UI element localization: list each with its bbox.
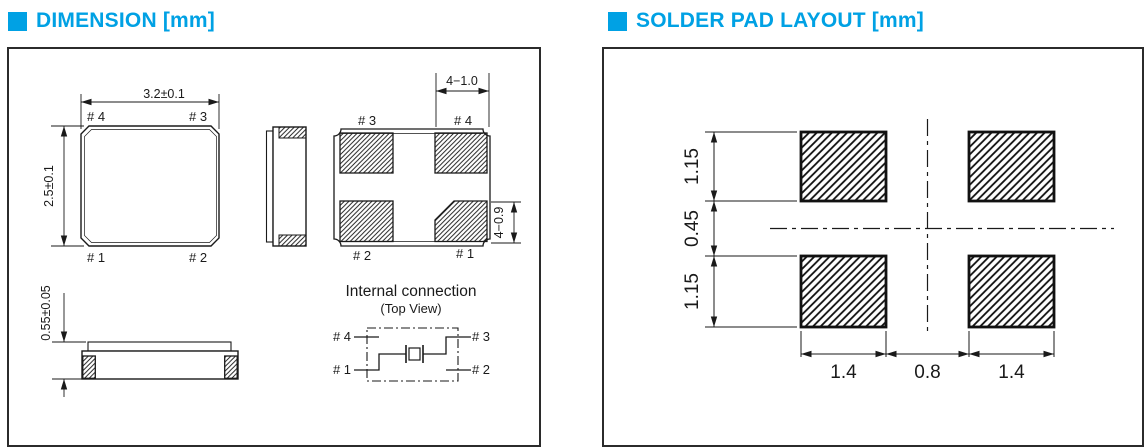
solder-pad-title-text: SOLDER PAD LAYOUT [mm] (636, 9, 924, 32)
pad-bottom-right (967, 254, 1056, 329)
horizontal-dimensions (800, 331, 1055, 358)
extension-lines (705, 131, 797, 328)
internal-connection-title: Internal connection (346, 283, 477, 300)
extension-lines (800, 331, 1055, 357)
package-rim (84, 129, 217, 243)
column-gap-label: 0.8 (914, 362, 940, 383)
internal-connection-subtitle: (Top View) (380, 301, 441, 316)
centerlines (770, 119, 1114, 331)
package-side-view-vertical (265, 126, 307, 247)
package-outline (80, 125, 220, 247)
package-top-view (51, 94, 220, 247)
title-bullet-icon (608, 11, 627, 31)
height-dimension-label: 2.5±0.1 (42, 165, 56, 207)
pin1-label: # 1 (456, 246, 474, 261)
crystal-plates (405, 345, 424, 363)
thickness-dimension-label: 0.55±0.05 (39, 285, 53, 341)
pin1-label: # 1 (87, 250, 105, 265)
pin2-label: # 2 (472, 362, 490, 377)
solder-pads (799, 130, 1056, 329)
body-edge (272, 126, 307, 247)
pad-top-right (967, 130, 1056, 203)
pin2-label: # 2 (353, 248, 371, 263)
solder-pad-panel: 1.15 0.45 1.15 1.4 0.8 1.4 (602, 47, 1144, 447)
body (81, 350, 239, 380)
pin3-label: # 3 (189, 109, 207, 124)
extension-lines (51, 125, 84, 247)
crystal-element (408, 347, 421, 361)
dimension-panel: 3.2±0.1 2.5±0.1 # 4 # 3 # 1 # 2 4−1.0 4−… (7, 47, 541, 447)
pad-height-bottom-label: 1.15 (682, 273, 703, 310)
lid (87, 341, 232, 352)
package-side-elevation (52, 293, 239, 397)
pin3-wire (423, 336, 471, 355)
extension-lines (435, 73, 490, 127)
bottom-electrode-hatch (278, 234, 307, 247)
pin4-label: # 4 (454, 113, 472, 128)
left-terminal (82, 355, 96, 379)
pin4-label: # 4 (87, 109, 105, 124)
pin3-label: # 3 (472, 329, 490, 344)
pad1-chamfered (434, 200, 488, 243)
internal-connection-schematic (354, 327, 471, 382)
pad-top-left (799, 130, 888, 203)
pin4-label: # 4 (333, 329, 351, 344)
pad-width-right-label: 1.4 (998, 362, 1025, 383)
pin3-label: # 3 (358, 113, 376, 128)
package-boundary-dashed (366, 327, 459, 382)
row-gap-label: 0.45 (682, 210, 703, 247)
solder-pad-drawing: 1.15 0.45 1.15 1.4 0.8 1.4 (682, 119, 1114, 383)
vertical-dimensions (705, 131, 797, 328)
pad3 (339, 132, 394, 174)
right-terminal (224, 355, 238, 379)
dimension-drawing: 3.2±0.1 2.5±0.1 # 4 # 3 # 1 # 2 4−1.0 4−… (39, 73, 521, 397)
pin1-label: # 1 (333, 362, 351, 377)
pad-height-dimension-label: 4−0.9 (492, 207, 506, 239)
pad-bottom-left (799, 254, 888, 329)
pin1-wire (354, 353, 406, 371)
lid-edge (265, 130, 274, 243)
pad2 (339, 200, 394, 243)
title-bullet-icon (8, 11, 27, 31)
width-dimension-label: 3.2±0.1 (143, 87, 185, 101)
dimension-title: DIMENSION [mm] (8, 9, 215, 33)
extension-lines (52, 341, 86, 380)
dimension-title-text: DIMENSION [mm] (36, 9, 215, 32)
pin2-label: # 2 (189, 250, 207, 265)
pad-height-top-label: 1.15 (682, 148, 703, 185)
pad4 (434, 132, 488, 174)
package-bottom-view (333, 73, 521, 247)
pad-width-left-label: 1.4 (830, 362, 857, 383)
solder-pad-title: SOLDER PAD LAYOUT [mm] (608, 9, 924, 33)
pad-width-dimension-label: 4−1.0 (446, 74, 478, 88)
top-electrode-hatch (278, 126, 307, 139)
